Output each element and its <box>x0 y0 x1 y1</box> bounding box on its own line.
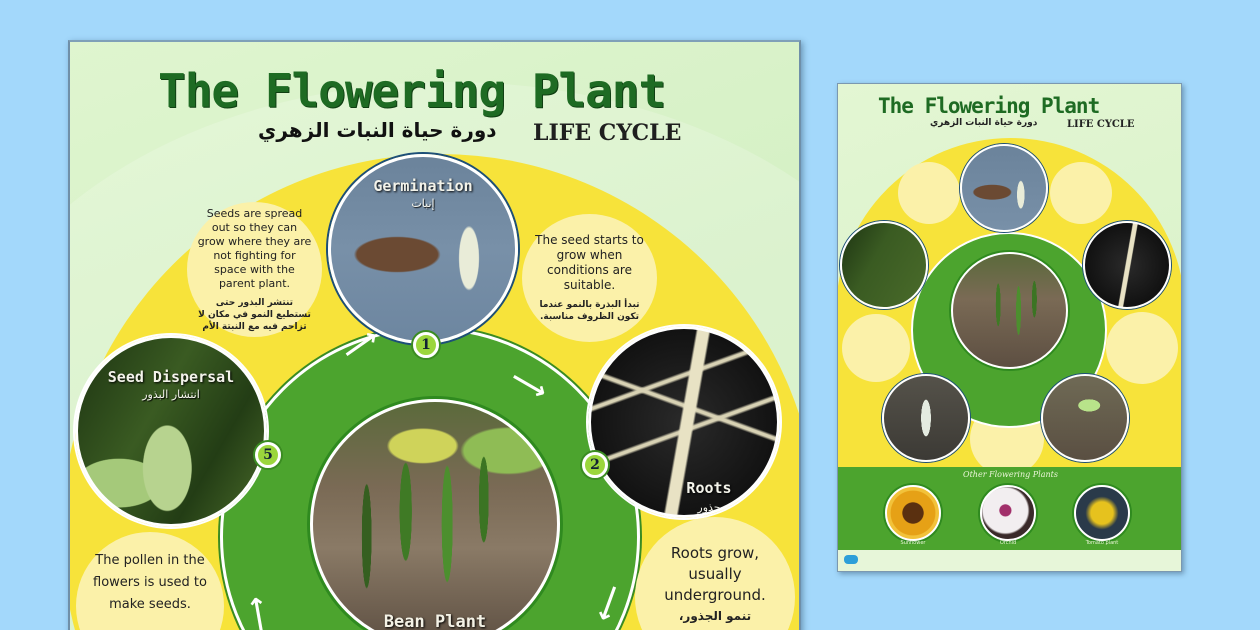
stage-germination-photo: Germination إنبات <box>328 154 518 344</box>
poster-preview-thumbnail: The Flowering Plant دورة حياة النبات الز… <box>837 83 1182 572</box>
bean-plant-label: Bean Plant <box>383 612 487 630</box>
stage-title: Germination <box>373 177 473 195</box>
cycle-arrow-icon: ⟶ <box>240 594 277 630</box>
preview-title: The Flowering Plant <box>878 94 1100 118</box>
bubble-text: Roots grow, usually underground. <box>664 544 766 604</box>
stage-seed-dispersal-photo: Seed Dispersal انتشار البذور <box>75 335 267 527</box>
bubble-text: The seed starts to grow when conditions … <box>535 233 644 292</box>
bubble-text: Seeds are spread out so they can grow wh… <box>197 206 312 290</box>
preview-subtitle: LIFE CYCLE <box>1067 119 1135 130</box>
bubble-text-arabic: تبدأ البذرة بالنمو عندما تكون الظروف منا… <box>539 300 640 322</box>
poster-main: The Flowering Plant دورة حياة النبات الز… <box>68 40 801 630</box>
poster-subtitle: LIFE CYCLE <box>533 120 682 146</box>
tomato-plant-photo <box>1074 485 1130 541</box>
stage-title-arabic: جذور <box>697 501 721 514</box>
stage-number-badge: 1 <box>413 332 439 358</box>
info-bubble-roots: Roots grow, usually underground. تنمو ال… <box>635 517 795 630</box>
stage-title-arabic: إنبات <box>411 197 435 210</box>
preview-stage-roots <box>1083 221 1171 309</box>
preview-info-bubble <box>1106 312 1178 384</box>
preview-stage-seed-dispersal <box>840 221 928 309</box>
bubble-text: The pollen in the flowers is used to mak… <box>93 553 207 612</box>
stage-number-badge: 5 <box>255 442 281 468</box>
preview-stage-germination <box>960 144 1048 232</box>
stage-roots-photo: Roots جذور <box>588 326 780 518</box>
flower-label: Orchid <box>999 540 1017 546</box>
preview-footer <box>838 550 1181 571</box>
preview-stage-3 <box>1041 374 1129 462</box>
poster-title-arabic: دورة حياة النبات الزهري <box>258 118 497 142</box>
preview-stage-4 <box>882 374 970 462</box>
stage-title: Seed Dispersal <box>107 368 235 386</box>
preview-info-bubble <box>842 314 910 382</box>
preview-title-arabic: دورة حياة النبات الزهري <box>930 118 1038 128</box>
stage-title-arabic: انتشار البذور <box>142 388 200 401</box>
logo-icon <box>844 555 858 564</box>
preview-bean-plant-photo <box>951 252 1068 369</box>
sunflower-photo <box>885 485 941 541</box>
poster-title: The Flowering Plant <box>158 64 666 118</box>
bubble-text-arabic: تنمو الجذور، <box>678 609 752 623</box>
orchid-photo <box>980 485 1036 541</box>
flower-label: Tomato plant <box>1085 540 1119 546</box>
info-bubble-seed-dispersal: Seeds are spread out so they can grow wh… <box>187 202 322 337</box>
other-flowering-plants-band: Other Flowering Plants Sunflower Orchid … <box>838 467 1181 552</box>
stage-title: Roots <box>686 479 732 497</box>
bean-plant-photo: Bean Plant <box>310 399 560 630</box>
info-bubble-germination: The seed starts to grow when conditions … <box>522 214 657 342</box>
band-title: Other Flowering Plants <box>963 470 1058 479</box>
flower-label: Sunflower <box>900 540 926 546</box>
preview-info-bubble <box>898 162 960 224</box>
stage-number-badge: 2 <box>582 452 608 478</box>
info-bubble-pollination: The pollen in the flowers is used to mak… <box>76 532 224 630</box>
preview-info-bubble <box>1050 162 1112 224</box>
bubble-text-arabic: تنتشر البذور حتى تستطيع النمو في مكان لا… <box>198 297 311 332</box>
